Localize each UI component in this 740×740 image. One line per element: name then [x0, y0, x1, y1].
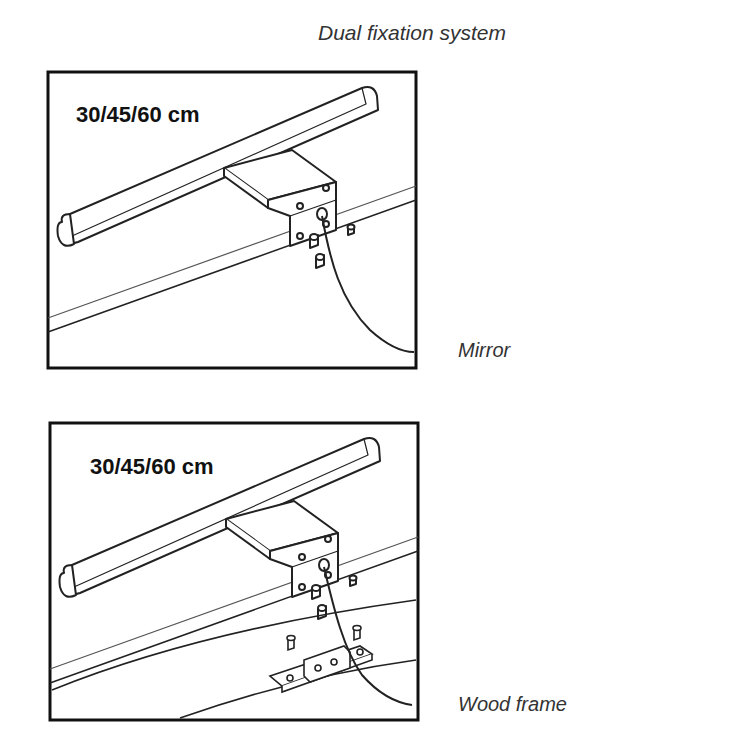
dimension-label: 30/45/60 cm [76, 102, 200, 128]
lamp-drawing [48, 87, 416, 332]
lamp-drawing [50, 438, 418, 683]
diagram-title: Dual fixation system [318, 21, 506, 45]
wood-frame [52, 600, 416, 718]
panel-frame [48, 72, 416, 368]
power-cable [322, 216, 414, 352]
power-cable [324, 567, 412, 705]
mount-caption: Mirror [458, 339, 510, 362]
panel-frame [50, 423, 418, 720]
mount-caption: Wood frame [458, 693, 567, 716]
dimension-label: 30/45/60 cm [90, 454, 214, 480]
